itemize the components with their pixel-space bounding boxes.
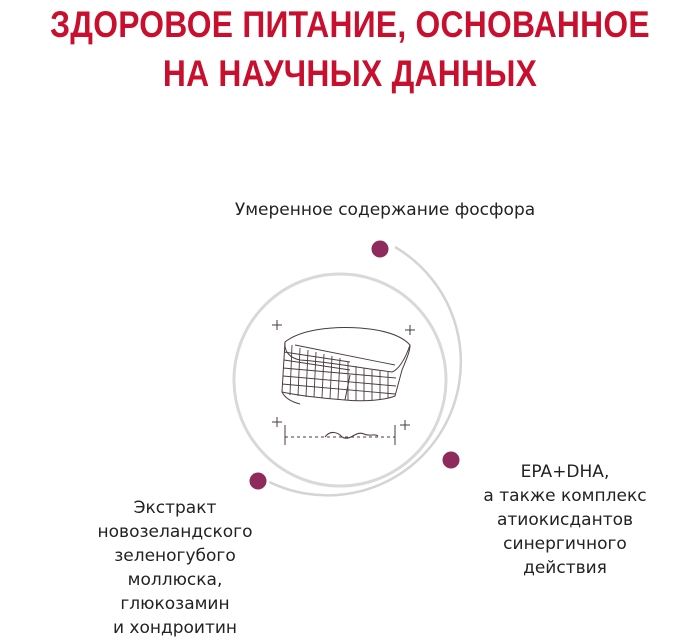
feature-line: новозеландского [97, 522, 253, 542]
dot-top [368, 237, 392, 261]
feature-line: а также комплекс [483, 486, 647, 506]
page-headline: ЗДОРОВОЕ ПИТАНИЕ, ОСНОВАННОЕ НА НАУЧНЫХ … [49, 0, 651, 98]
feature-line: синергичного [503, 534, 627, 554]
feature-line: EPA+DHA, [520, 462, 610, 482]
dot-left [246, 469, 270, 493]
inner-ring [232, 272, 448, 488]
headline-line-2: НА НАУЧНЫХ ДАННЫХ [162, 53, 538, 94]
feature-line: моллюска, [127, 570, 223, 590]
feature-line: глюкозамин [120, 594, 230, 614]
feature-line: действия [523, 558, 607, 578]
feature-phosphorus: Умеренное содержание фосфора [160, 198, 610, 222]
feature-line: зеленогубого [114, 546, 236, 566]
feature-line: атиокисдантов [496, 510, 634, 530]
feature-epa-dha: EPA+DHA, а также комплекс атиокисдантов … [440, 460, 690, 580]
feature-line: Экстракт [133, 498, 217, 518]
feature-line: и хондроитин [112, 618, 238, 638]
dot-right [439, 448, 463, 472]
kibble-sketch-icon [272, 320, 415, 445]
outer-ring [259, 245, 463, 497]
feature-mussel-extract: Экстракт новозеландского зеленогубого мо… [50, 496, 300, 640]
feature-line: Умеренное содержание фосфора [234, 200, 536, 220]
headline-line-1: ЗДОРОВОЕ ПИТАНИЕ, ОСНОВАННОЕ [50, 4, 650, 45]
